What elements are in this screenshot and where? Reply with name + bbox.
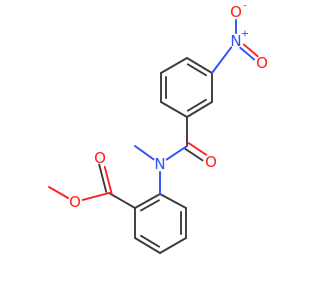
nitro-double-oxygen-bond-1 — [239, 46, 256, 61]
molecule-structure: N + O - O O N O O — [48, 1, 268, 254]
ester-carbonyl-bond-left — [98, 163, 108, 193]
amide-nitrogen-label: N — [154, 155, 165, 173]
bond-layer — [48, 19, 259, 254]
ring-to-nitro-bond — [211, 46, 233, 74]
amide-carbon-nitrogen-bond — [165, 145, 188, 161]
lower-ring-bond-3 — [134, 237, 161, 254]
upper-ring-bond-1 — [186, 57, 213, 74]
lower-ring-bond-6 — [159, 193, 187, 209]
lower-ring-double-bond-2 — [140, 234, 161, 248]
amide-n-methyl-bond — [134, 145, 155, 161]
nitro-oxygen-minus-charge: - — [243, 1, 247, 12]
ester-single-oxygen-bond — [81, 192, 110, 201]
ring-to-ester-carbon-bond — [108, 192, 136, 209]
nitro-nitrogen-charge: + — [241, 29, 249, 40]
amide-carbonyl-oxygen-label: O — [205, 153, 217, 171]
ester-carbonyl-oxygen-label: O — [94, 149, 106, 167]
lower-ring-bond-4 — [159, 237, 187, 254]
upper-ring-bond-3 — [186, 101, 213, 118]
upper-ring-double-bond-1 — [186, 63, 207, 77]
amide-carbonyl-bond-left — [184, 147, 204, 162]
nitro-nitrogen-label: N — [230, 32, 241, 50]
upper-ring-double-bond-2 — [186, 98, 207, 112]
ester-oxygen-label: O — [69, 193, 81, 211]
ester-methyl-bond — [48, 186, 70, 199]
lower-ring-bond-1 — [134, 193, 161, 209]
nitro-double-oxygen-bond-2 — [242, 43, 259, 58]
upper-ring-bond-4 — [160, 101, 188, 118]
lower-ring-double-bond-1 — [139, 199, 160, 212]
amide-carbonyl-bond-right — [187, 142, 208, 156]
nitro-oxygen-label: O — [256, 54, 268, 72]
upper-ring-bond-6 — [160, 57, 188, 74]
ester-carbonyl-bond-right — [103, 165, 113, 196]
atom-label-layer: N + O - O O N O O — [69, 1, 268, 212]
nitro-oxygen-minus-label: O — [230, 3, 242, 21]
